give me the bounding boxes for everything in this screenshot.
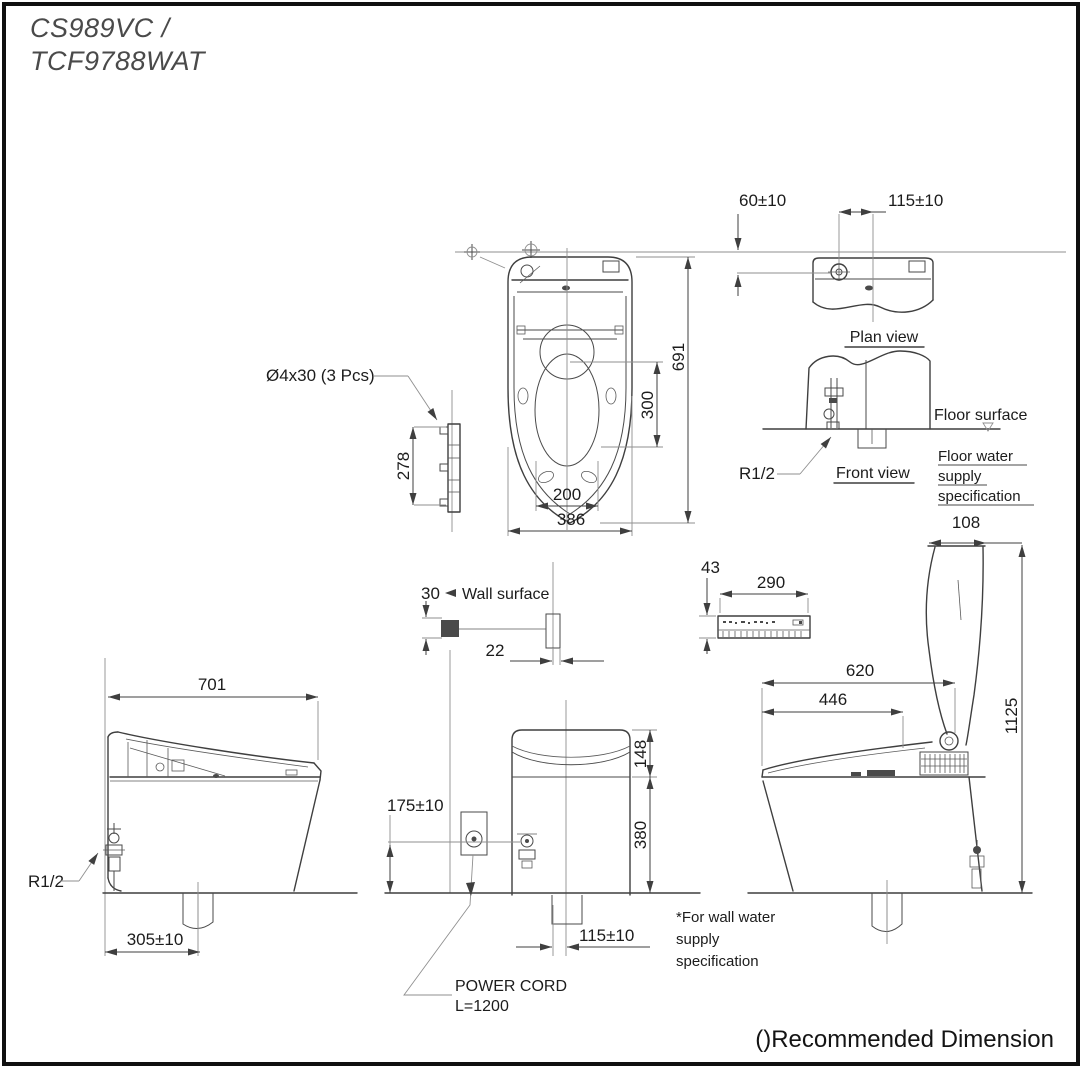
dim-691: 691 bbox=[669, 343, 688, 371]
dim-115-plan: 115±10 bbox=[888, 191, 943, 210]
top-view: 691 300 200 386 bbox=[507, 248, 695, 536]
wall-reference-line bbox=[455, 241, 1066, 269]
model-title-line2: TCF9788WAT bbox=[30, 46, 206, 76]
dim-175: 175±10 bbox=[387, 796, 444, 815]
dim-22: 22 bbox=[486, 641, 505, 660]
floor-surface-label: Floor surface bbox=[934, 407, 1027, 424]
dim-305: 305±10 bbox=[127, 930, 184, 949]
wall-supply-detail: 30 Wall surface 22 bbox=[421, 562, 604, 665]
power-cord-label-1: POWER CORD bbox=[455, 978, 567, 995]
wall-water-note-1: *For wall water bbox=[676, 909, 775, 926]
dim-386: 386 bbox=[557, 510, 585, 529]
dim-620: 620 bbox=[846, 661, 874, 680]
right-side-view: 108 1125 620 446 *For wall water supply … bbox=[676, 513, 1033, 970]
dim-60: 60±10 bbox=[739, 191, 786, 210]
wall-surface-label: Wall surface bbox=[462, 586, 550, 603]
bolt-note: Ø4x30 (3 Pcs) bbox=[266, 366, 375, 385]
power-cord-label-2: L=1200 bbox=[455, 998, 509, 1015]
wall-water-note-3: specification bbox=[676, 953, 759, 970]
dim-115-rear: 115±10 bbox=[579, 926, 634, 945]
dim-148: 148 bbox=[631, 740, 650, 768]
dim-446: 446 bbox=[819, 690, 847, 709]
rear-view: POWER CORD L=1200 175±10 148 380 115±10 bbox=[384, 650, 701, 1015]
model-title: CS989VC / TCF9788WAT bbox=[30, 12, 205, 78]
floor-water-note-1: Floor water bbox=[938, 448, 1013, 465]
dim-300: 300 bbox=[638, 391, 657, 419]
dim-30: 30 bbox=[421, 584, 440, 603]
dim-108: 108 bbox=[952, 513, 980, 532]
plan-view: 60±10 115±10 Plan view bbox=[734, 191, 943, 348]
wall-water-note-2: supply bbox=[676, 931, 720, 948]
dim-200: 200 bbox=[553, 485, 581, 504]
floor-water-note-2: supply bbox=[938, 468, 982, 485]
plan-view-label: Plan view bbox=[850, 329, 919, 346]
thread-label-side: R1/2 bbox=[28, 872, 64, 891]
dim-701: 701 bbox=[198, 675, 226, 694]
floor-water-note-3: specification bbox=[938, 488, 1021, 505]
dim-278: 278 bbox=[394, 452, 413, 480]
model-title-line1: CS989VC / bbox=[30, 13, 170, 43]
dim-43: 43 bbox=[701, 558, 720, 577]
recommended-dimension-note: ()Recommended Dimension bbox=[755, 1026, 1054, 1053]
left-side-view: R1/2 701 305±10 bbox=[28, 658, 358, 956]
remote-control-view: 43 290 bbox=[699, 558, 811, 654]
dim-1125: 1125 bbox=[1002, 698, 1021, 735]
front-view: Floor surface Front view Floor water sup… bbox=[739, 350, 1034, 506]
dim-380: 380 bbox=[631, 821, 650, 849]
front-view-label: Front view bbox=[836, 465, 910, 482]
dim-290: 290 bbox=[757, 573, 785, 592]
thread-label-front: R1/2 bbox=[739, 464, 775, 483]
fixing-plate-view: 278 Ø4x30 (3 Pcs) bbox=[266, 366, 461, 532]
